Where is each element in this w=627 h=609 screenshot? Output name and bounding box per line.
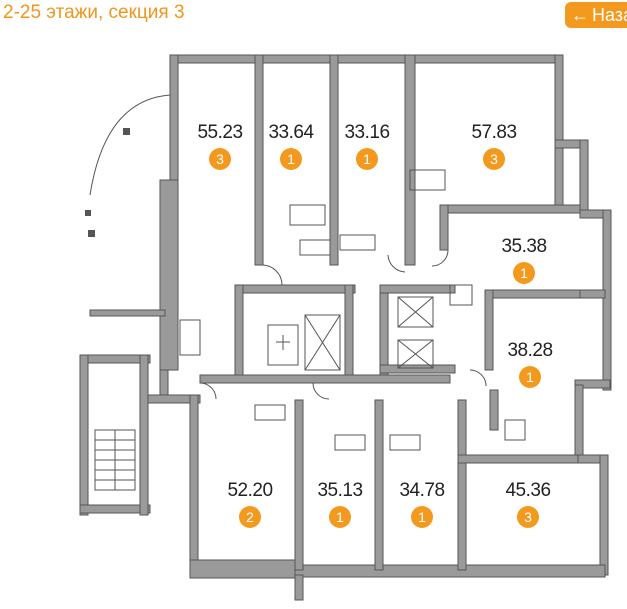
apartment-4[interactable]: 57.83 3 xyxy=(454,122,534,170)
apartment-area: 38.28 xyxy=(507,340,553,361)
apartment-area: 34.78 xyxy=(399,480,445,501)
apartment-area: 45.36 xyxy=(505,480,551,501)
apartment-10[interactable]: 45.36 3 xyxy=(488,480,568,528)
rooms-badge: 1 xyxy=(513,262,535,284)
rooms-badge: 1 xyxy=(329,506,351,528)
apartment-area: 57.83 xyxy=(471,122,517,143)
apartment-1[interactable]: 55.23 3 xyxy=(180,122,260,170)
apartment-area: 33.64 xyxy=(268,122,314,143)
back-button-label: Назад xyxy=(592,5,627,25)
apartment-area: 33.16 xyxy=(344,122,390,143)
rooms-badge: 3 xyxy=(517,506,539,528)
rooms-badge: 1 xyxy=(356,148,378,170)
rooms-badge: 1 xyxy=(411,506,433,528)
rooms-badge: 1 xyxy=(280,148,302,170)
back-button[interactable]: ←Назад xyxy=(565,2,627,28)
apartment-8[interactable]: 35.13 1 xyxy=(300,480,380,528)
rooms-badge: 2 xyxy=(239,506,261,528)
apartment-area: 55.23 xyxy=(197,122,243,143)
apartment-2[interactable]: 33.64 1 xyxy=(251,122,331,170)
apartment-area: 35.38 xyxy=(501,236,547,257)
apartment-7[interactable]: 52.20 2 xyxy=(210,480,290,528)
rooms-badge: 3 xyxy=(483,148,505,170)
rooms-badge: 3 xyxy=(209,148,231,170)
apartment-6[interactable]: 38.28 1 xyxy=(490,340,570,388)
apartment-5[interactable]: 35.38 1 xyxy=(484,236,564,284)
arrow-left-icon: ← xyxy=(571,5,589,25)
apartment-9[interactable]: 34.78 1 xyxy=(382,480,462,528)
apartment-area: 52.20 xyxy=(227,480,273,501)
page-title: 2-25 этажи, секция 3 xyxy=(3,2,185,23)
rooms-badge: 1 xyxy=(519,366,541,388)
apartment-area: 35.13 xyxy=(317,480,363,501)
apartment-3[interactable]: 33.16 1 xyxy=(327,122,407,170)
